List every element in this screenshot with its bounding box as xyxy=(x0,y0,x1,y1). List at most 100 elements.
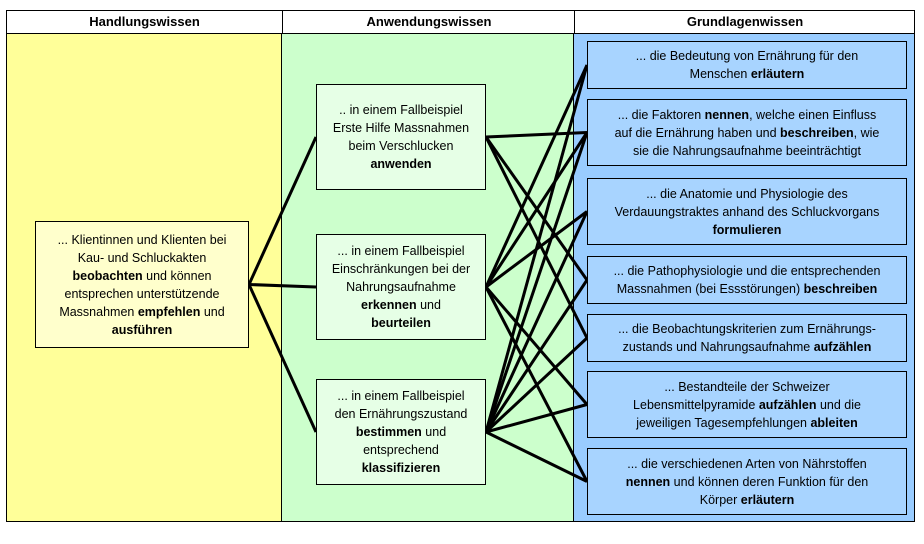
text-segment: und xyxy=(200,304,225,319)
text-segment: ... in einem Fallbeispiel xyxy=(337,244,465,258)
keyword-text: beschreiben xyxy=(803,282,878,296)
text-segment: ... die Beobachtungskriterien zum Ernähr… xyxy=(618,322,876,336)
text-segment: den Ernährungszustand xyxy=(334,407,468,421)
text-line: beurteilen xyxy=(317,314,485,332)
text-line: nennen und können deren Funktion für den xyxy=(588,473,906,491)
text-line: erkennen und xyxy=(317,296,485,314)
text-line: ... die Beobachtungskriterien zum Ernähr… xyxy=(588,320,906,338)
text-segment: Erste Hilfe Massnahmen xyxy=(332,121,470,135)
keyword-text: bestimmen xyxy=(355,425,422,439)
text-segment: Lebensmittelpyramide xyxy=(633,397,759,412)
text-line: zustands und Nahrungsaufnahme aufzählen xyxy=(588,338,906,356)
connector-handlung-anwendung-1 xyxy=(248,283,317,289)
text-segment: ... die verschiedenen Arten von Nährstof… xyxy=(627,456,867,471)
text-line: bestimmen und xyxy=(317,423,485,441)
connector-anwendung-2-grundlagen-5 xyxy=(485,403,588,434)
text-segment: Kau- und Schluckakten xyxy=(77,250,207,265)
keyword-text: empfehlen xyxy=(137,304,201,319)
text-segment: entsprechend xyxy=(363,443,439,457)
text-segment: und die xyxy=(816,397,861,412)
text-segment: ... die Pathophysiologie und die entspre… xyxy=(613,264,881,278)
text-line: ... Klientinnen und Klienten bei xyxy=(36,231,248,249)
connector-anwendung-2-grundlagen-0 xyxy=(484,64,589,433)
keyword-text: aufzählen xyxy=(813,340,872,354)
text-line: Massnahmen empfehlen und xyxy=(36,303,248,321)
text-segment: und können deren Funktion für den xyxy=(670,474,869,489)
text-line: Körper erläutern xyxy=(588,491,906,509)
connector-anwendung-2-grundlagen-4 xyxy=(484,336,589,434)
grundlagen-box-faktoren: ... die Faktoren nennen, welche einen Ei… xyxy=(587,99,907,166)
text-segment: , welche einen Einfluss xyxy=(749,107,877,122)
text-segment: ... die Bedeutung von Ernährung für den xyxy=(635,49,859,63)
text-line: auf die Ernährung haben und beschreiben,… xyxy=(588,124,906,142)
connector-anwendung-1-grundlagen-5 xyxy=(484,286,589,406)
keyword-text: ausführen xyxy=(111,322,173,337)
keyword-text: erläutern xyxy=(750,67,805,81)
text-line: den Ernährungszustand xyxy=(317,405,485,423)
text-segment: und xyxy=(421,425,447,439)
text-segment: jeweiligen Tagesempfehlungen xyxy=(636,415,811,430)
text-segment: Massnahmen (bei Essstörungen) xyxy=(616,282,804,296)
keyword-text: erläutern xyxy=(740,492,795,507)
text-line: Verdauungstraktes anhand des Schluckvorg… xyxy=(588,203,906,221)
text-line: entsprechen unterstützende xyxy=(36,285,248,303)
text-line: Lebensmittelpyramide aufzählen und die xyxy=(588,396,906,414)
text-line: Massnahmen (bei Essstörungen) beschreibe… xyxy=(588,280,906,298)
keyword-text: beobachten xyxy=(72,268,143,283)
text-line: formulieren xyxy=(588,221,906,239)
text-segment: Verdauungstraktes anhand des Schluckvorg… xyxy=(614,204,880,219)
connector-handlung-anwendung-0 xyxy=(247,136,318,286)
text-line: .. in einem Fallbeispiel xyxy=(317,101,485,119)
text-line: Kau- und Schluckakten xyxy=(36,249,248,267)
text-segment: Einschränkungen bei der xyxy=(331,262,471,276)
connector-anwendung-2-grundlagen-2 xyxy=(484,210,589,433)
text-segment: Massnahmen xyxy=(59,304,138,319)
text-line: ... die Pathophysiologie und die entspre… xyxy=(588,262,906,280)
text-segment: und können xyxy=(142,268,212,283)
text-line: beobachten und können xyxy=(36,267,248,285)
text-line: Einschränkungen bei der xyxy=(317,260,485,278)
text-segment: , wie xyxy=(853,125,880,140)
connector-anwendung-2-grundlagen-6 xyxy=(485,430,588,483)
text-segment: sie die Nahrungsaufnahme beeinträchtigt xyxy=(633,143,861,158)
text-segment: ... die Anatomie und Physiologie des xyxy=(646,186,848,201)
connector-anwendung-0-grundlagen-4 xyxy=(484,136,589,339)
keyword-text: klassifizieren xyxy=(361,461,441,475)
text-line: ... Bestandteile der Schweizer xyxy=(588,378,906,396)
text-line: ausführen xyxy=(36,321,248,339)
text-line: sie die Nahrungsaufnahme beeinträchtigt xyxy=(588,142,906,160)
text-segment: und xyxy=(416,298,441,312)
keyword-text: nennen xyxy=(704,107,750,122)
text-segment: entsprechen unterstützende xyxy=(64,286,220,301)
text-line: ... die Bedeutung von Ernährung für den xyxy=(588,47,906,65)
connector-handlung-anwendung-2 xyxy=(247,283,318,433)
text-segment: Menschen xyxy=(689,67,751,81)
text-line: entsprechend xyxy=(317,441,485,459)
text-segment: zustands und Nahrungsaufnahme xyxy=(622,340,814,354)
keyword-text: beschreiben xyxy=(780,125,854,140)
text-segment: beim Verschlucken xyxy=(348,139,454,153)
text-line: klassifizieren xyxy=(317,459,485,477)
keyword-text: ableiten xyxy=(810,415,858,430)
text-segment: .. in einem Fallbeispiel xyxy=(339,103,463,117)
text-line: Erste Hilfe Massnahmen xyxy=(317,119,485,137)
text-segment: Nahrungsaufnahme xyxy=(346,280,456,294)
keyword-text: aufzählen xyxy=(758,397,817,412)
connector-anwendung-2-grundlagen-1 xyxy=(484,132,589,433)
text-segment: ... Klientinnen und Klienten bei xyxy=(57,232,227,247)
text-segment: ... Bestandteile der Schweizer xyxy=(664,379,830,394)
text-line: ... in einem Fallbeispiel xyxy=(317,242,485,260)
header-anwendungswissen: Anwendungswissen xyxy=(282,11,575,33)
text-line: jeweiligen Tagesempfehlungen ableiten xyxy=(588,414,906,432)
header-row: Handlungswissen Anwendungswissen Grundla… xyxy=(6,10,915,34)
connector-anwendung-2-grundlagen-3 xyxy=(484,279,589,433)
connector-anwendung-1-grundlagen-1 xyxy=(484,131,589,288)
